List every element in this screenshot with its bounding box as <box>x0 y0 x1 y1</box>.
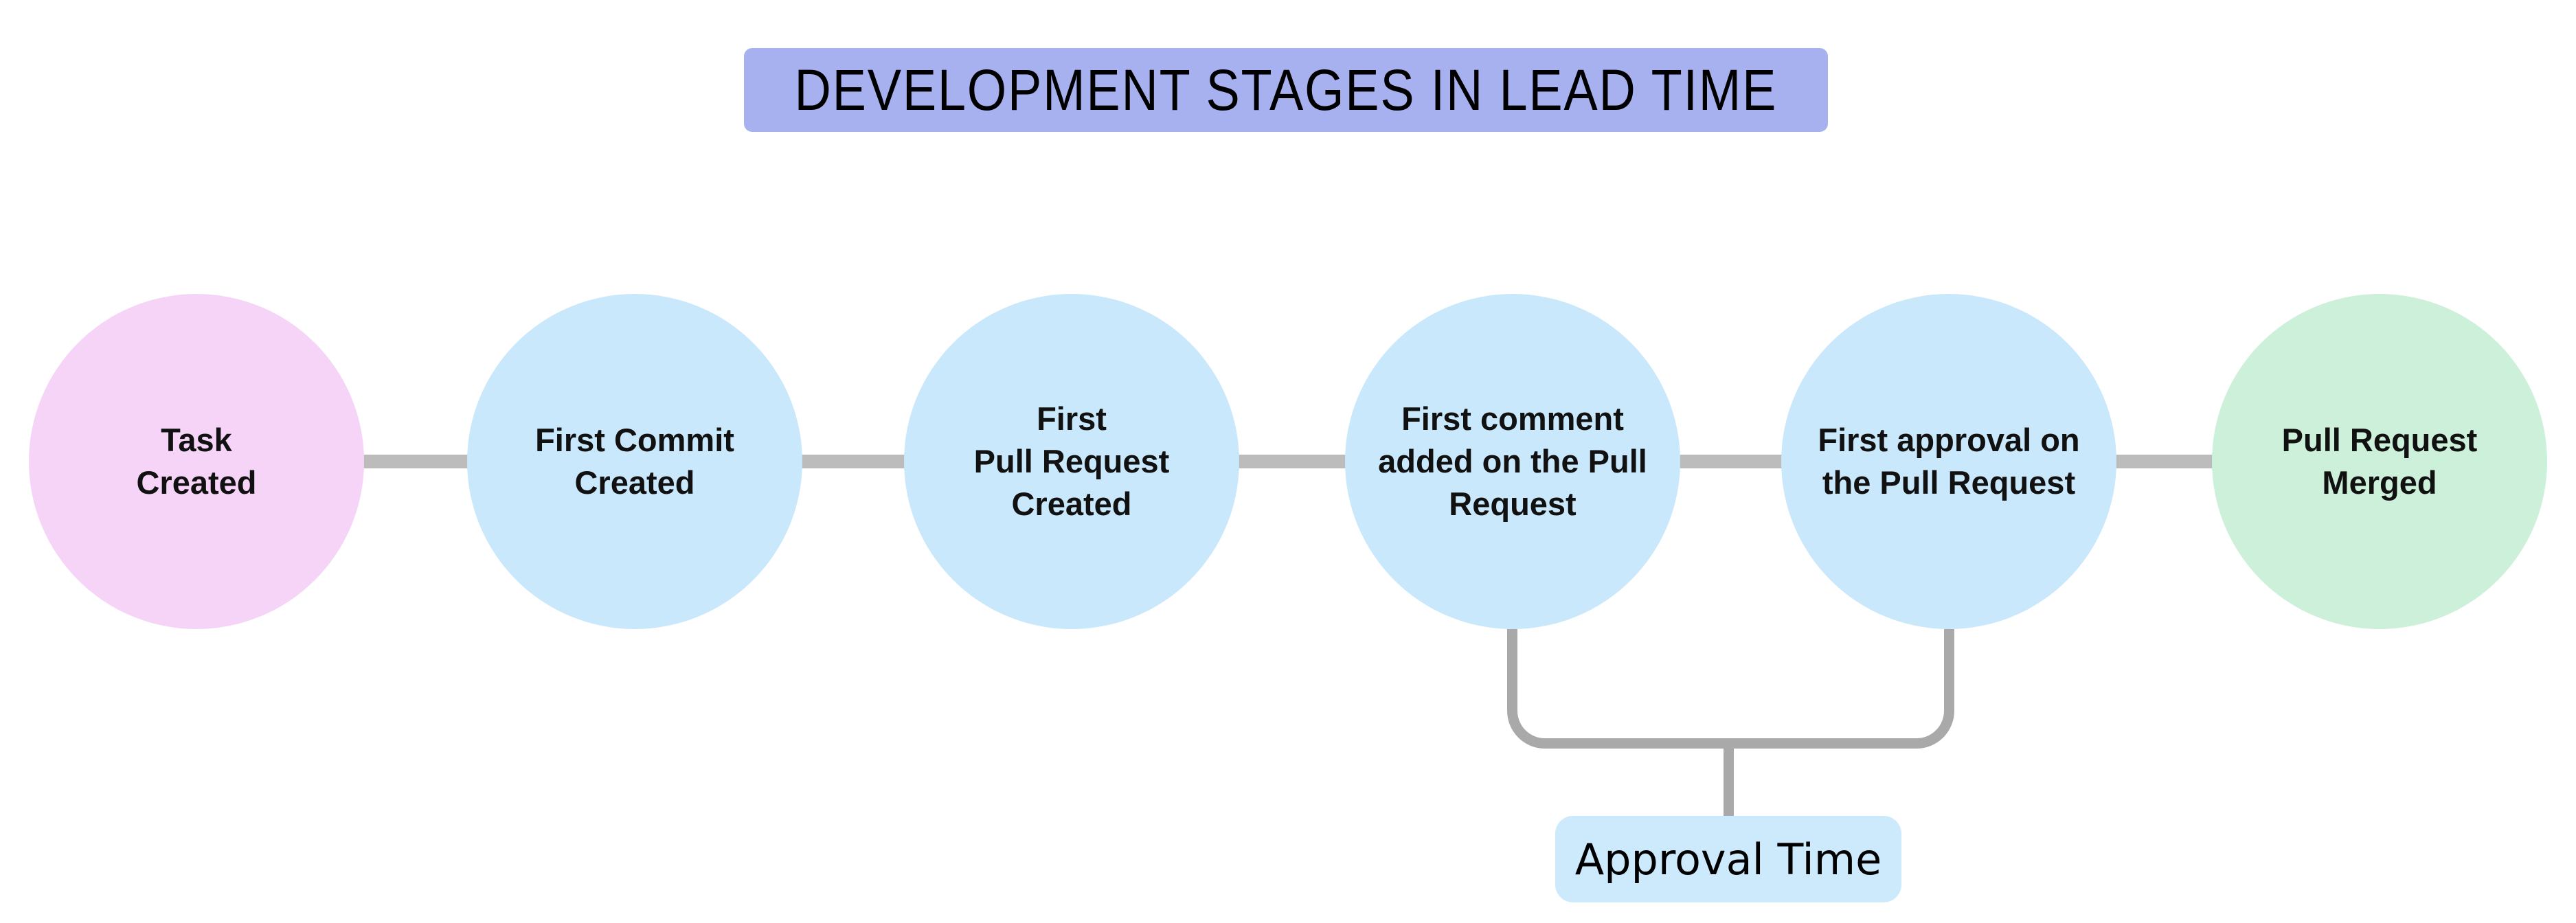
title-banner: DEVELOPMENT STAGES IN LEAD TIME <box>744 48 1828 132</box>
approval-time-bracket <box>1507 629 1954 749</box>
stage-first-comment-added-on-pr: First comment added on the Pull Request <box>1345 294 1680 629</box>
approval-time-label: Approval Time <box>1574 834 1882 885</box>
approval-time-box: Approval Time <box>1555 816 1901 902</box>
stage-first-comment-added-on-pr-label: First comment added on the Pull Request <box>1378 400 1647 523</box>
stage-first-commit-created-label: First Commit Created <box>535 421 734 501</box>
stage-first-approval-on-pr: First approval on the Pull Request <box>1781 294 2116 629</box>
title-text: DEVELOPMENT STAGES IN LEAD TIME <box>794 57 1778 122</box>
stage-pull-request-merged-label: Pull Request Merged <box>2281 421 2478 501</box>
stage-task-created: Task Created <box>29 294 364 629</box>
stage-first-commit-created: First Commit Created <box>467 294 802 629</box>
stage-task-created-label: Task Created <box>136 421 257 501</box>
approval-time-bracket-stem <box>1724 744 1734 816</box>
stage-pull-request-merged: Pull Request Merged <box>2212 294 2547 629</box>
stage-first-pull-request-created: First Pull Request Created <box>904 294 1239 629</box>
stage-first-approval-on-pr-label: First approval on the Pull Request <box>1818 421 2080 501</box>
stage-first-pull-request-created-label: First Pull Request Created <box>973 400 1170 523</box>
